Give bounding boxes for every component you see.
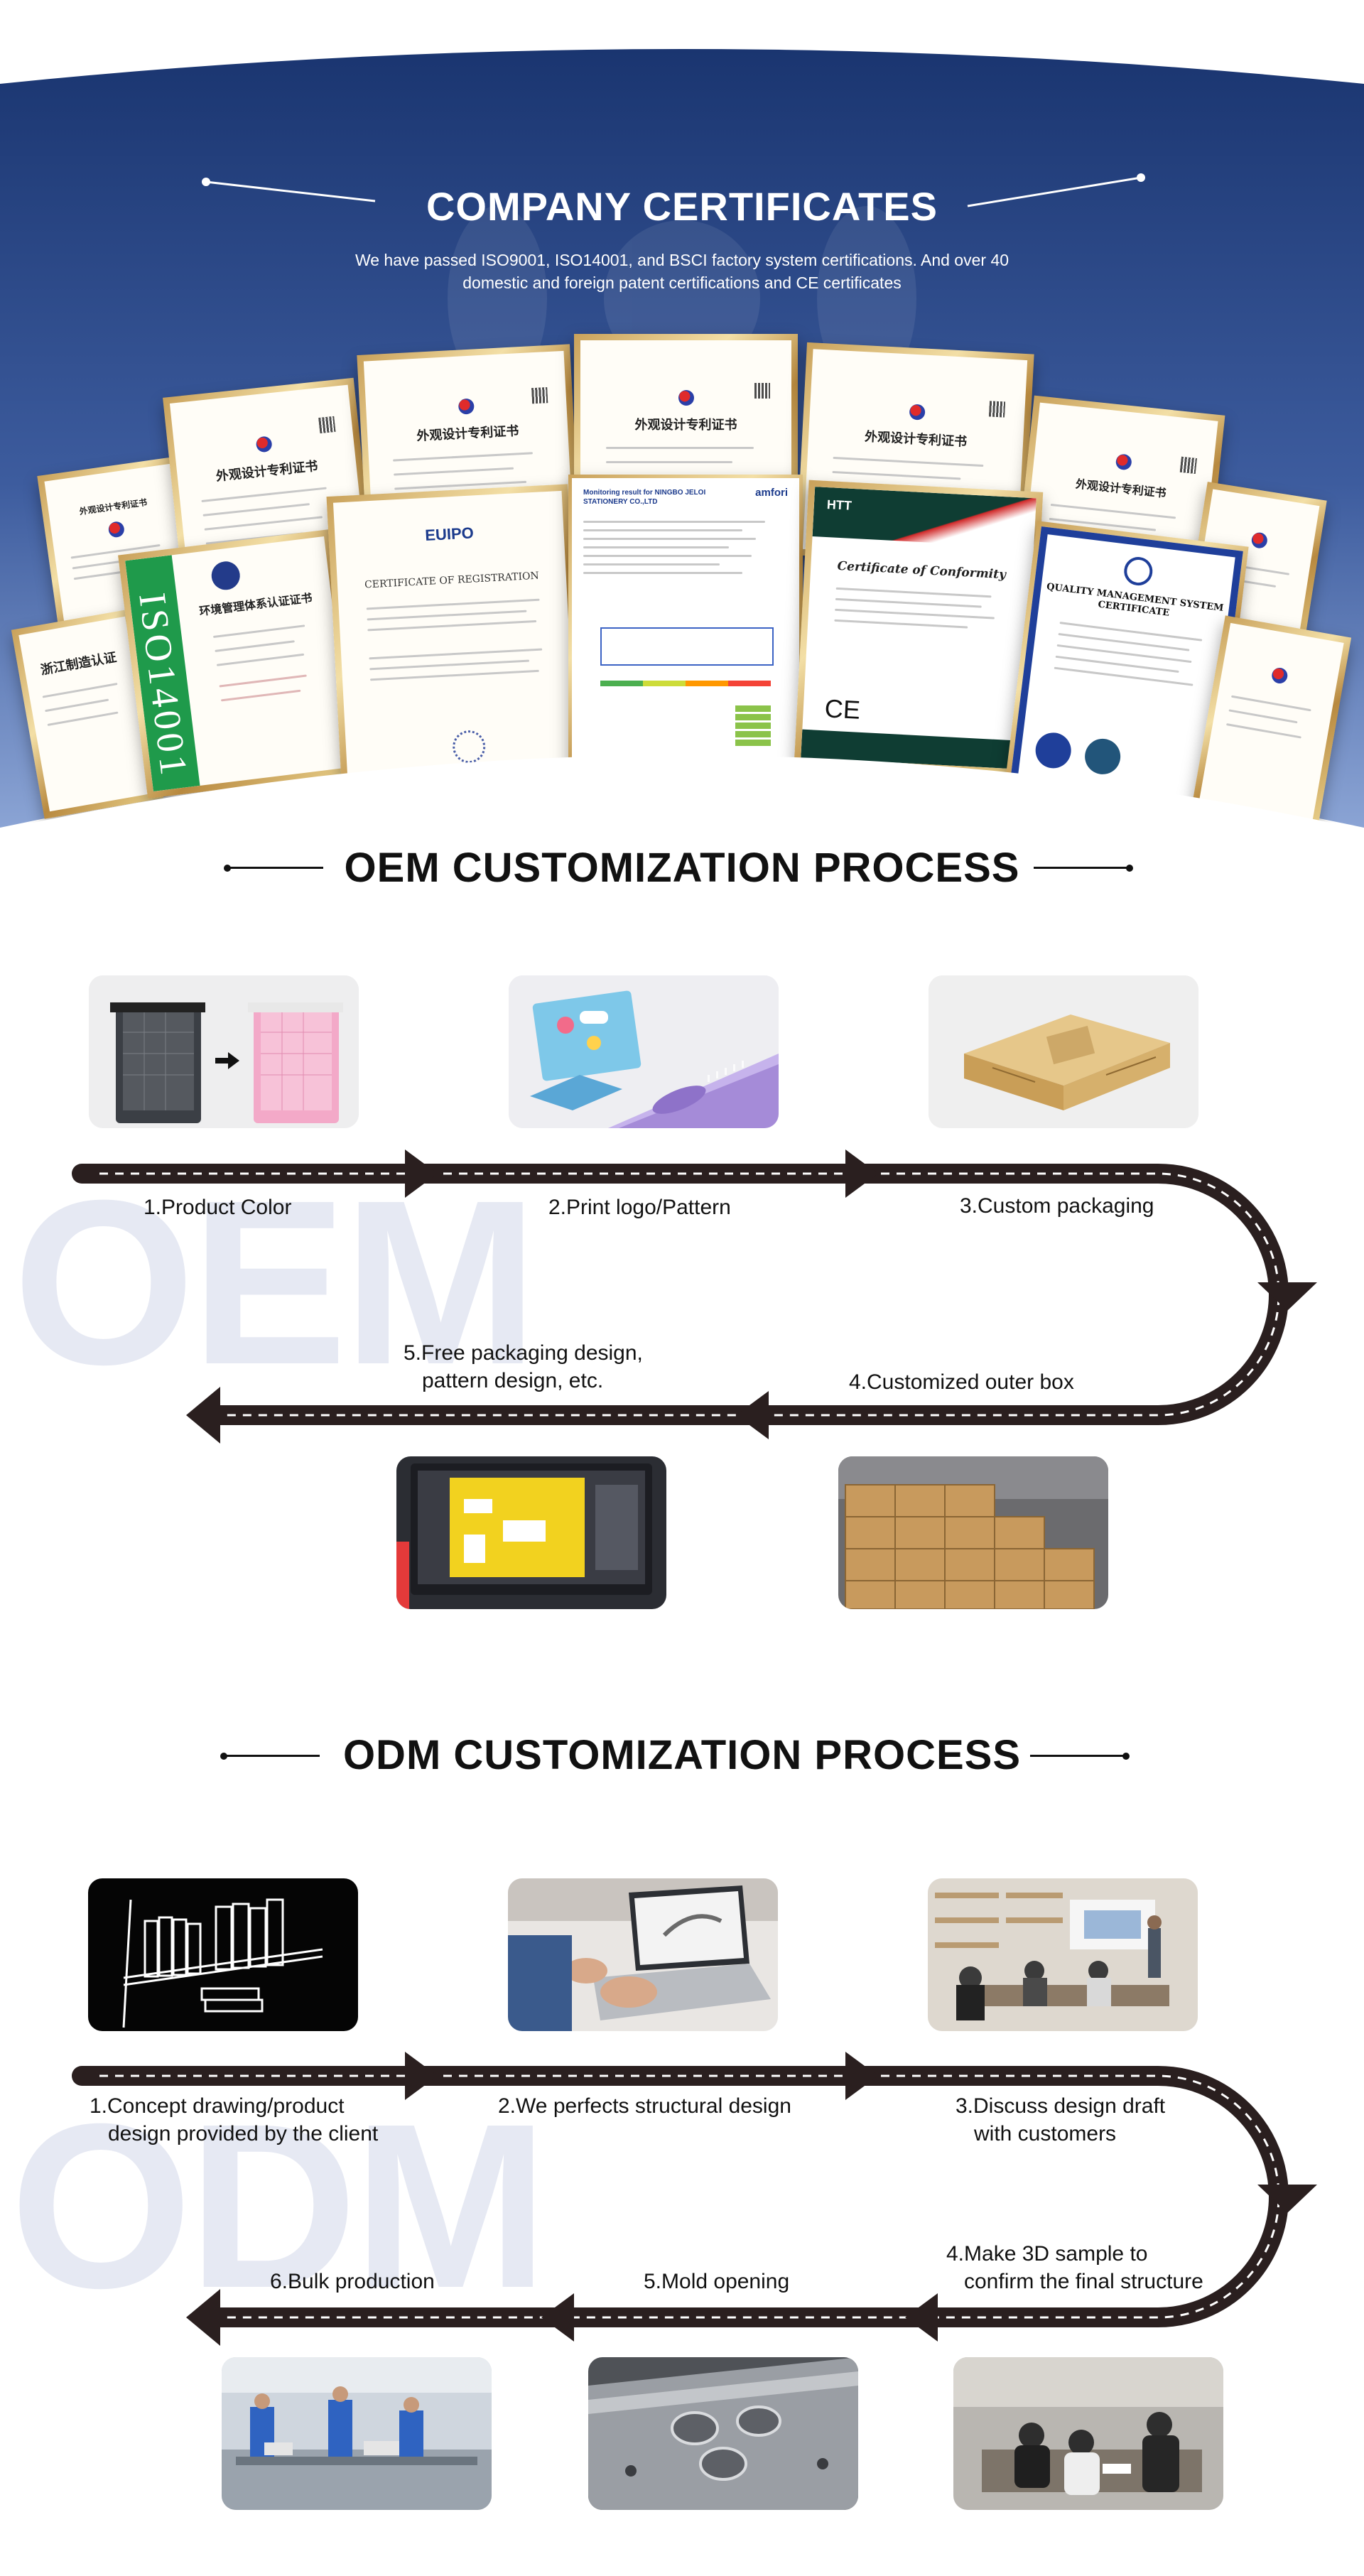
- oem-step3-label: 3.Custom packaging: [960, 1194, 1154, 1218]
- odm-title-line-right: [1030, 1755, 1126, 1757]
- certificates-title: COMPANY CERTIFICATES: [426, 184, 938, 229]
- oem-step2-image: [509, 975, 779, 1128]
- mold-illustration: [588, 2357, 858, 2510]
- euipo-logo: EUIPO: [424, 524, 475, 544]
- odm-step4-label-line2: confirm the final structure: [964, 2270, 1203, 2293]
- oem-title-line-left: [227, 867, 323, 869]
- odm-step6-image: [222, 2357, 492, 2510]
- paper-cutter-color-illustration: [89, 975, 359, 1128]
- odm-step5-label: 5.Mold opening: [644, 2270, 790, 2293]
- ce-mark: CE: [823, 693, 861, 725]
- bulk-production-illustration: [222, 2357, 492, 2510]
- certificate-euipo: EUIPO CERTIFICATE OF REGISTRATION: [326, 484, 583, 788]
- odm-step2-label: 2.We perfects structural design: [498, 2094, 791, 2118]
- odm-step3-label-line1: 3.Discuss design draft: [956, 2094, 1166, 2118]
- odm-watermark: ODM: [10, 2074, 548, 2337]
- odm-step1-image: [88, 1878, 358, 2031]
- design-monitor-illustration: [396, 1456, 666, 1609]
- cad-laptop-illustration: [508, 1878, 778, 2031]
- certificates-banner: COMPANY CERTIFICATES We have passed ISO9…: [0, 0, 1364, 838]
- odm-step1-label-line1: 1.Concept drawing/product: [90, 2094, 345, 2118]
- oem-process-arrow: [72, 1149, 1317, 1444]
- oem-step2-label: 2.Print logo/Pattern: [548, 1196, 731, 1219]
- odm-title-dot-right: [1122, 1753, 1130, 1760]
- odm-step3-image: [928, 1878, 1198, 2031]
- odm-step3-label-line2: with customers: [974, 2122, 1117, 2145]
- printed-pattern-illustration: [509, 975, 779, 1128]
- odm-step6-label: 6.Bulk production: [270, 2270, 435, 2293]
- odm-process-arrow: [72, 2052, 1317, 2346]
- odm-step2-image: [508, 1878, 778, 2031]
- oem-step5-label-line2: pattern design, etc.: [422, 1369, 604, 1392]
- odm-section-title: ODM CUSTOMIZATION PROCESS: [342, 1732, 1022, 1778]
- htt-logo: HTT: [826, 497, 852, 513]
- oem-title-line-right: [1034, 867, 1130, 869]
- odm-step1-label-line2: design provided by the client: [108, 2122, 379, 2145]
- odm-step5-image: [588, 2357, 858, 2510]
- oem-step1-image: [89, 975, 359, 1128]
- odm-step4-label-line1: 4.Make 3D sample to: [946, 2242, 1148, 2266]
- outer-box-stack-illustration: [838, 1456, 1108, 1609]
- odm-title-line-left: [224, 1755, 320, 1757]
- oem-title-dot-right: [1126, 865, 1133, 872]
- certificate-iso14001: ISO14001 环境管理体系认证证书: [118, 529, 359, 799]
- custom-box-illustration: [929, 975, 1198, 1128]
- oem-step3-image: [929, 975, 1198, 1128]
- oem-step4-image: [838, 1456, 1108, 1609]
- concept-sketch-illustration: [88, 1878, 358, 2031]
- oem-step5-image: [396, 1456, 666, 1609]
- oem-step5-label-line1: 5.Free packaging design,: [404, 1341, 643, 1365]
- certificate-ce: HTT Certificate of Conformity CE: [794, 480, 1044, 776]
- 3d-sample-review-illustration: [953, 2357, 1223, 2510]
- oem-step4-label: 4.Customized outer box: [849, 1370, 1074, 1394]
- certificate-amfori: Monitoring result for NINGBO JELOI STATI…: [568, 475, 803, 773]
- oem-watermark: OEM: [13, 1151, 538, 1413]
- meeting-room-illustration: [928, 1878, 1198, 2031]
- oem-section-title: OEM CUSTOMIZATION PROCESS: [344, 845, 1020, 891]
- odm-step4-image: [953, 2357, 1223, 2510]
- certificates-subtitle: We have passed ISO9001, ISO14001, and BS…: [354, 251, 1010, 292]
- oem-step1-label: 1.Product Color: [144, 1196, 292, 1219]
